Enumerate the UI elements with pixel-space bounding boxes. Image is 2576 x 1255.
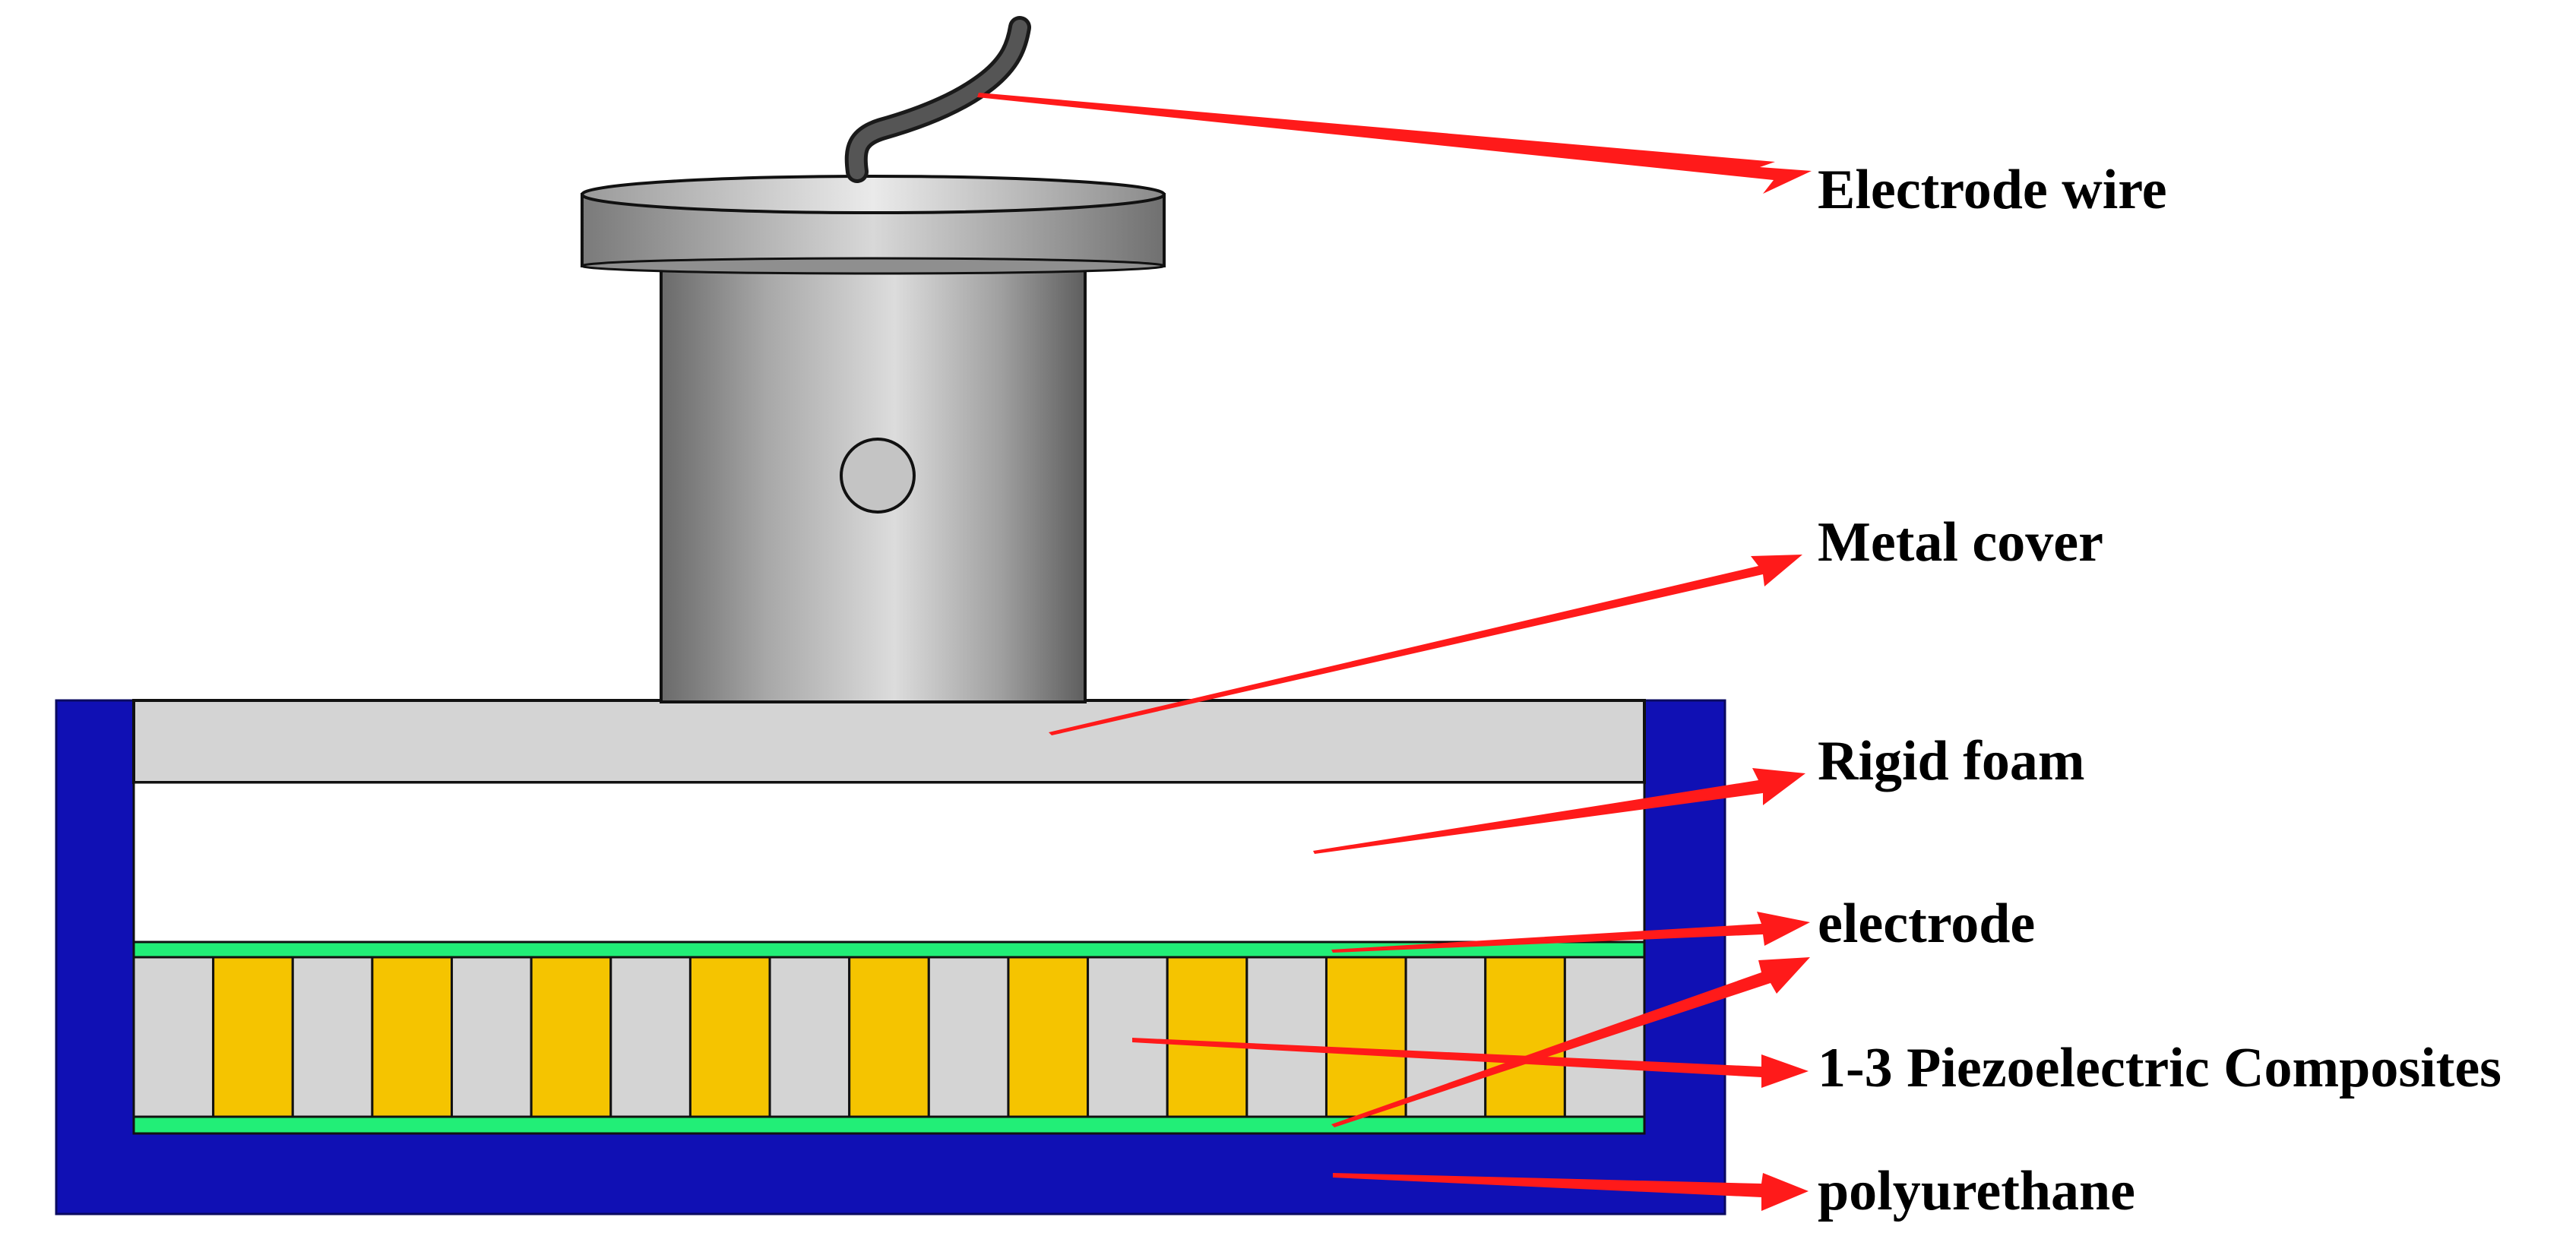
piezo-polymer-filler	[768, 956, 851, 1118]
piezo-polymer-filler	[1404, 956, 1487, 1118]
arrow-metal-cover	[1049, 555, 1802, 735]
piezo-polymer-filler	[927, 956, 1010, 1118]
piezo-polymer-filler	[1087, 956, 1169, 1118]
piezo-ceramic-pillar	[1166, 956, 1248, 1118]
piezo-polymer-filler	[291, 956, 374, 1118]
arrow-electrode-wire	[977, 93, 1812, 194]
piezo-ceramic-pillar	[530, 956, 612, 1118]
piezo-ceramic-pillar	[848, 956, 930, 1118]
piezo-ceramic-pillar	[1007, 956, 1090, 1118]
arrow-rigid-foam	[1313, 768, 1805, 854]
cylinder-hole	[840, 438, 916, 514]
electrode-wire	[844, 16, 1031, 183]
piezo-polymer-filler	[132, 956, 215, 1118]
label-rigid-foam: Rigid foam	[1818, 730, 2085, 792]
arrow-polyurethane	[1333, 1173, 1809, 1211]
piezo-polymer-filler	[1245, 956, 1328, 1118]
bottom-electrode	[132, 1115, 1646, 1135]
rigid-foam-layer	[132, 781, 1646, 944]
label-piezo-composites: 1-3 Piezoelectric Composites	[1818, 1037, 2502, 1099]
cylinder-body	[660, 255, 1087, 703]
top-electrode	[132, 940, 1646, 959]
annotation-arrows	[977, 93, 1812, 1211]
piezo-polymer-filler	[609, 956, 691, 1118]
label-metal-cover: Metal cover	[1818, 511, 2103, 574]
piezo-ceramic-pillar	[212, 956, 294, 1118]
label-electrode-wire: Electrode wire	[1818, 159, 2167, 221]
flange-top	[581, 175, 1166, 214]
arrow-electrode-bottom	[1331, 957, 1810, 1127]
metal-cover-plate	[132, 699, 1646, 784]
piezo-ceramic-pillar	[688, 956, 771, 1118]
piezo-ceramic-pillar	[1484, 956, 1566, 1118]
piezo-composite-layer	[132, 956, 1646, 1118]
piezo-ceramic-pillar	[1324, 956, 1407, 1118]
arrow-electrode-top	[1331, 912, 1810, 953]
flange-bottom	[581, 257, 1166, 275]
label-polyurethane: polyurethane	[1818, 1160, 2135, 1222]
piezo-ceramic-pillar	[371, 956, 454, 1118]
label-electrode: electrode	[1818, 893, 2035, 955]
piezo-polymer-filler	[451, 956, 533, 1118]
arrow-piezo	[1132, 1038, 1809, 1088]
